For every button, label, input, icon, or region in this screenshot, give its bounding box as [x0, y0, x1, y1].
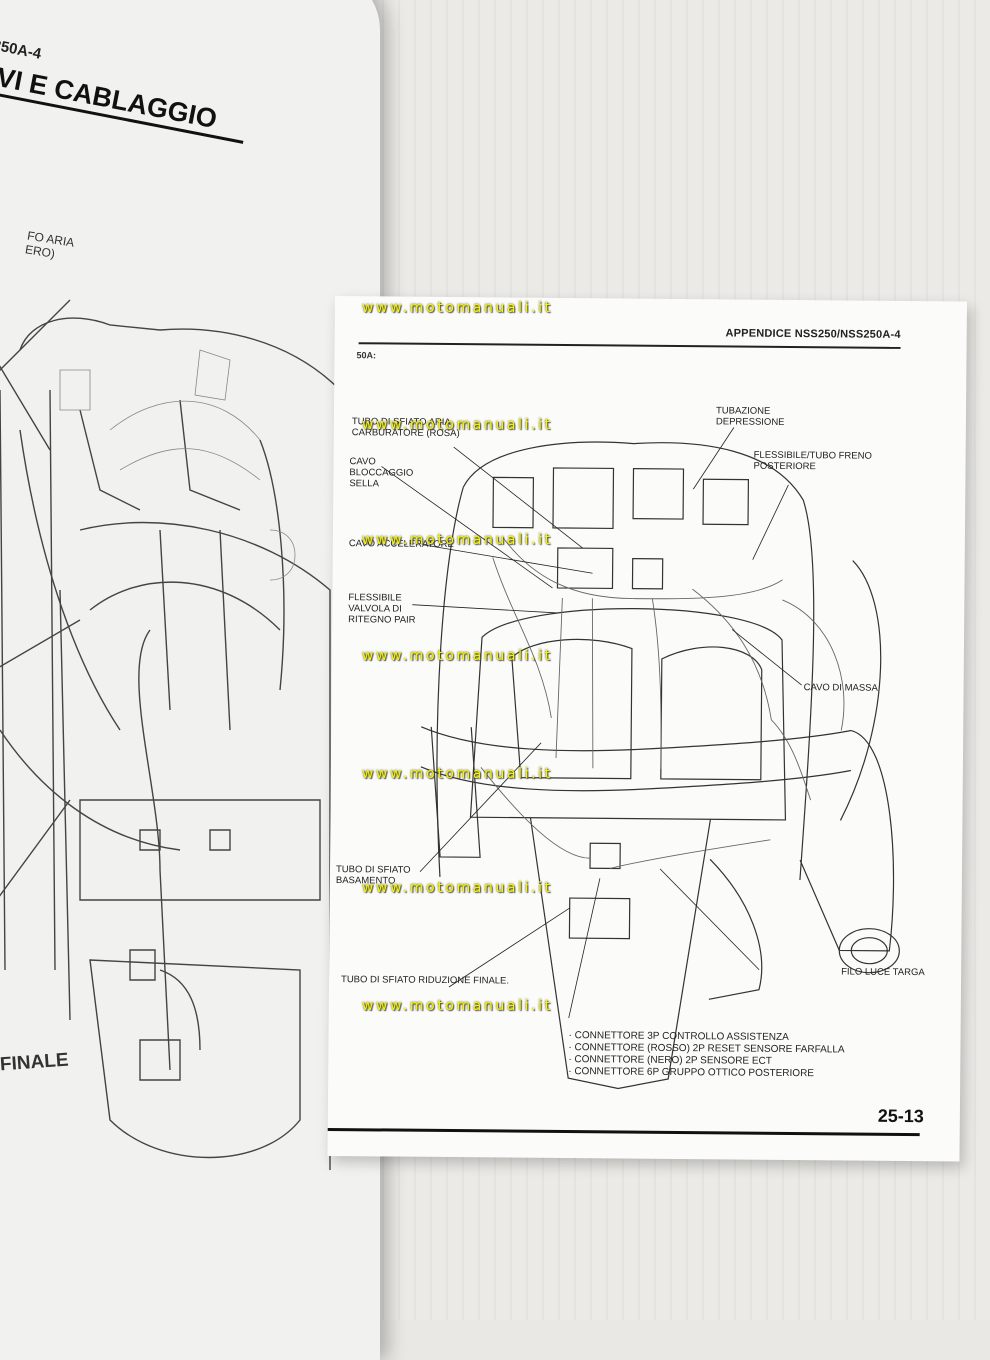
watermark-text: www.motomanuali.it: [362, 532, 553, 548]
watermark-text: www.motomanuali.it: [362, 880, 553, 896]
label-flessibile-valvola: FLESSIBILE VALVOLA DI RITEGNO PAIR: [348, 592, 416, 626]
watermark-text: www.motomanuali.it: [362, 300, 553, 316]
watermark-text: www.motomanuali.it: [362, 648, 553, 664]
left-wiring-diagram: [0, 299, 341, 1170]
watermark-text: www.motomanuali.it: [362, 998, 553, 1014]
page-number: 25-13: [877, 1105, 924, 1127]
connector-list: · CONNETTORE 3P CONTROLLO ASSISTENZA · C…: [568, 1030, 845, 1080]
label-flessibile-freno: FLESSIBILE/TUBO FRENO POSTERIORE: [753, 449, 872, 473]
watermark-text: www.motomanuali.it: [362, 766, 553, 782]
right-wiring-diagram: [381, 427, 900, 1090]
connector-item: · CONNETTORE 6P GRUPPO OTTICO POSTERIORE: [568, 1066, 815, 1080]
right-page: APPENDICE NSS250/NSS250A-4 50A:: [327, 296, 967, 1162]
label-filo-luce-targa: FILO LUCE TARGA: [841, 966, 925, 979]
label-tubazione-depressione: TUBAZIONE DEPRESSIONE: [715, 405, 785, 428]
watermark-text: www.motomanuali.it: [362, 417, 553, 433]
label-cavo-massa: CAVO DI MASSA: [803, 682, 878, 694]
label-cavo-bloccaggio-sella: CAVO BLOCCAGGIO SELLA: [349, 456, 414, 490]
label-tubo-sfiato-riduzione: TUBO DI SFIATO RIDUZIONE FINALE.: [340, 974, 510, 987]
left-page: /NSS250A-4 VI E CABLAGGIO FO ARIA ERO) F…: [0, 0, 380, 1360]
